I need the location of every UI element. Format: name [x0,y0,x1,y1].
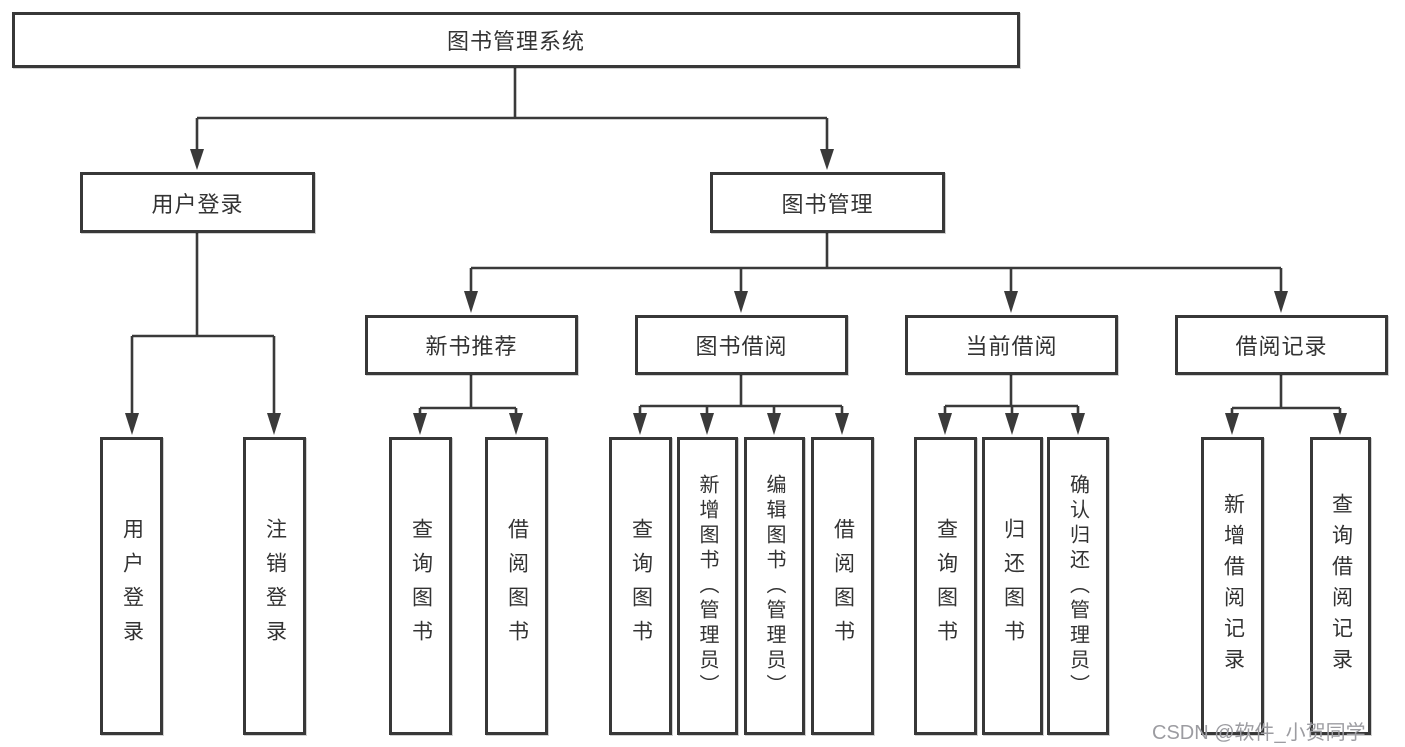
leaf-return-book: 归还图书 [982,437,1043,735]
node-label: 编辑图书（管理员） [763,473,785,699]
leaf-edit-book-admin: 编辑图书（管理员） [744,437,805,735]
leaf-logout: 注销登录 [243,437,306,735]
csdn-watermark: CSDN @软件_小贺同学 [1152,722,1366,744]
connector-new-book-children [413,375,523,435]
node-label: 当前借阅 [965,334,1058,359]
connector-current-borrow-children [938,375,1085,435]
leaf-query-books-recommend: 查询图书 [389,437,452,735]
node-borrowing-records: 借阅记录 [1175,315,1388,375]
node-label: 图书管理 [781,191,874,217]
node-label: 图书管理系统 [446,29,585,54]
leaf-query-books-current: 查询图书 [914,437,977,735]
node-label: 查询借阅记录 [1329,493,1353,679]
leaf-query-borrow-record: 查询借阅记录 [1310,437,1371,735]
leaf-confirm-return-admin: 确认归还（管理员） [1047,437,1109,735]
connector-book-mgmt-to-level3 [464,233,1288,313]
leaf-add-book-admin: 新增图书（管理员） [677,437,738,735]
node-label: 新书推荐 [425,334,518,359]
node-label: 用户登录 [120,518,144,654]
node-label: 借阅图书 [505,518,529,654]
connector-root-to-level2 [190,68,834,170]
node-label: 确认归还（管理员） [1066,473,1089,699]
node-new-book-recommend: 新书推荐 [365,315,578,375]
leaf-borrow-books-recommend: 借阅图书 [485,437,548,735]
leaf-query-books-borrow: 查询图书 [609,437,672,735]
node-label: 查询图书 [934,518,958,654]
node-label: 新增借阅记录 [1221,493,1245,679]
node-label: 归还图书 [1001,518,1025,654]
node-book-management-module: 图书管理 [710,172,945,233]
node-label: 查询图书 [409,518,433,654]
connector-borrow-record-children [1225,375,1347,435]
node-label: 借阅记录 [1235,334,1328,359]
node-label: 查询图书 [629,518,653,654]
node-label: 借阅图书 [831,518,855,654]
leaf-add-borrow-record: 新增借阅记录 [1201,437,1264,735]
node-current-borrowing: 当前借阅 [905,315,1118,375]
node-label: 新增图书（管理员） [696,473,718,699]
leaf-borrow-books: 借阅图书 [811,437,874,735]
node-label: 用户登录 [151,191,244,217]
connector-book-borrow-children [633,375,849,435]
node-book-borrowing: 图书借阅 [635,315,848,375]
node-label: 图书借阅 [695,334,788,359]
leaf-user-login: 用户登录 [100,437,163,735]
node-library-management-system: 图书管理系统 [12,12,1020,68]
connector-user-login-children [125,233,281,435]
node-label: 注销登录 [263,518,287,654]
node-user-login-module: 用户登录 [80,172,315,233]
